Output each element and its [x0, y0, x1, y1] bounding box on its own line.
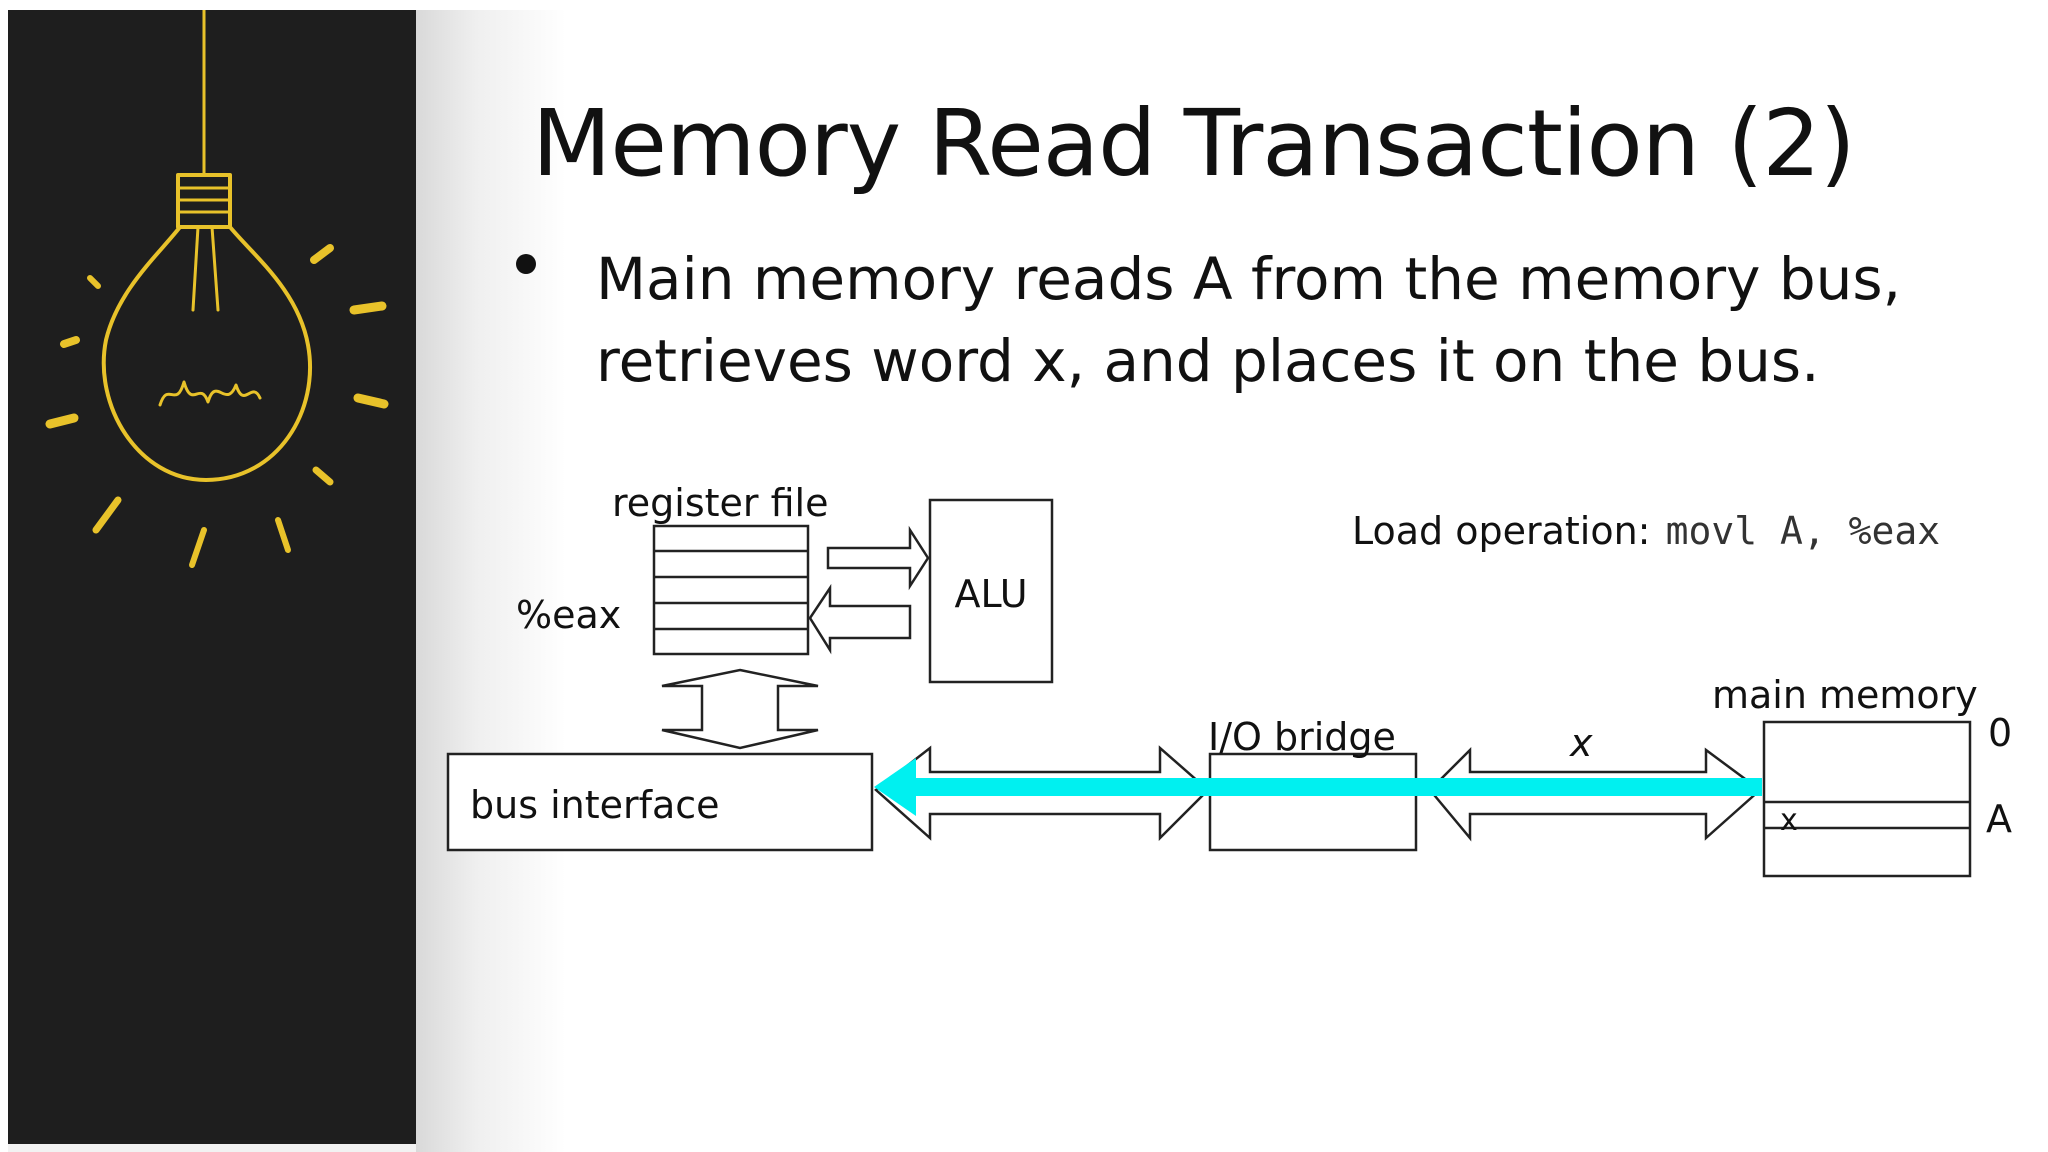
main-memory-label: main memory [1712, 673, 1978, 717]
memory-bus-label: x [1569, 721, 1593, 765]
register-file-label: register file [612, 481, 829, 525]
load-operation-code: movl A, %eax [1666, 509, 1941, 553]
bullet-marker [516, 254, 536, 274]
data-flow-highlight [874, 758, 1762, 816]
lightbulb-icon [45, 10, 389, 568]
load-operation-label: Load operation: [1352, 509, 1651, 553]
decorative-side-panel [8, 10, 416, 1152]
main-memory-box [1762, 720, 1972, 878]
address-zero-label: 0 [1988, 711, 2012, 755]
alu-label: ALU [954, 572, 1027, 616]
bus-interface-box [446, 752, 874, 852]
io-bridge-box [1208, 752, 1418, 852]
io-bridge-label: I/O bridge [1208, 715, 1396, 759]
panel-shadow [416, 10, 566, 1152]
eax-register-label: %eax [516, 593, 621, 637]
slide-title: Memory Read Transaction (2) [532, 90, 1856, 197]
register-file [652, 524, 810, 656]
bus-interface-label: bus interface [470, 783, 720, 827]
load-operation-caption: Load operation: movl A, %eax [1352, 509, 1940, 553]
regfile-bus-arrow [661, 668, 819, 750]
memory-cell-value: x [1780, 803, 1798, 838]
alu-box [928, 498, 1054, 684]
regfile-to-alu-arrow [826, 525, 930, 591]
alu-to-regfile-arrow [808, 583, 912, 655]
bullet-text: Main memory reads A from the memory bus,… [596, 245, 1902, 395]
address-a-label: A [1986, 797, 2012, 841]
